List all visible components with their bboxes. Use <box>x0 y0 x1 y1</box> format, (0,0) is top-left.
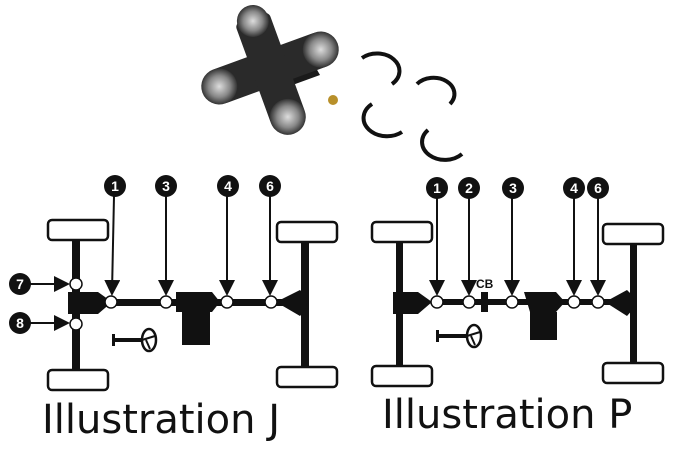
illustration-j: 1 3 4 6 7 8 Illustration J <box>9 175 339 443</box>
front-differential <box>393 292 432 314</box>
svg-text:1: 1 <box>433 180 441 196</box>
caption-illustration-p: Illustration P <box>382 392 632 438</box>
u-joints <box>69 277 278 331</box>
c-clips-image <box>360 51 464 162</box>
svg-text:7: 7 <box>16 276 24 292</box>
front-differential <box>68 292 112 314</box>
callout-p-2: 2 <box>458 177 480 199</box>
illustration-p: CB 1 2 3 4 6 Illustration P <box>370 177 665 438</box>
svg-text:6: 6 <box>594 180 602 196</box>
center-bearing-label: CB <box>476 277 494 291</box>
center-bearing <box>481 292 488 312</box>
svg-text:1: 1 <box>111 178 119 194</box>
svg-text:8: 8 <box>16 315 24 331</box>
u-joints <box>430 295 605 309</box>
svg-text:3: 3 <box>509 180 517 196</box>
callout-j-6: 6 <box>259 175 281 197</box>
svg-text:6: 6 <box>266 178 274 194</box>
callout-j-4: 4 <box>217 175 239 197</box>
callout-p-3: 3 <box>502 177 524 199</box>
callout-p-4: 4 <box>563 177 585 199</box>
svg-text:2: 2 <box>465 180 473 196</box>
svg-text:4: 4 <box>224 178 232 194</box>
u-joint-image <box>201 5 339 135</box>
callout-j-7: 7 <box>9 273 31 295</box>
callout-p-6: 6 <box>587 177 609 199</box>
callout-j-8: 8 <box>9 312 31 334</box>
transfer-case <box>176 292 220 345</box>
svg-text:4: 4 <box>570 180 578 196</box>
rear-differential <box>276 290 307 316</box>
callout-j-1: 1 <box>104 175 126 197</box>
callout-j-3: 3 <box>155 175 177 197</box>
wheels <box>370 220 665 388</box>
caption-illustration-j: Illustration J <box>42 397 280 443</box>
transfer-case <box>524 292 565 340</box>
svg-text:3: 3 <box>162 178 170 194</box>
callout-p-1: 1 <box>426 177 448 199</box>
rear-differential <box>605 290 634 316</box>
